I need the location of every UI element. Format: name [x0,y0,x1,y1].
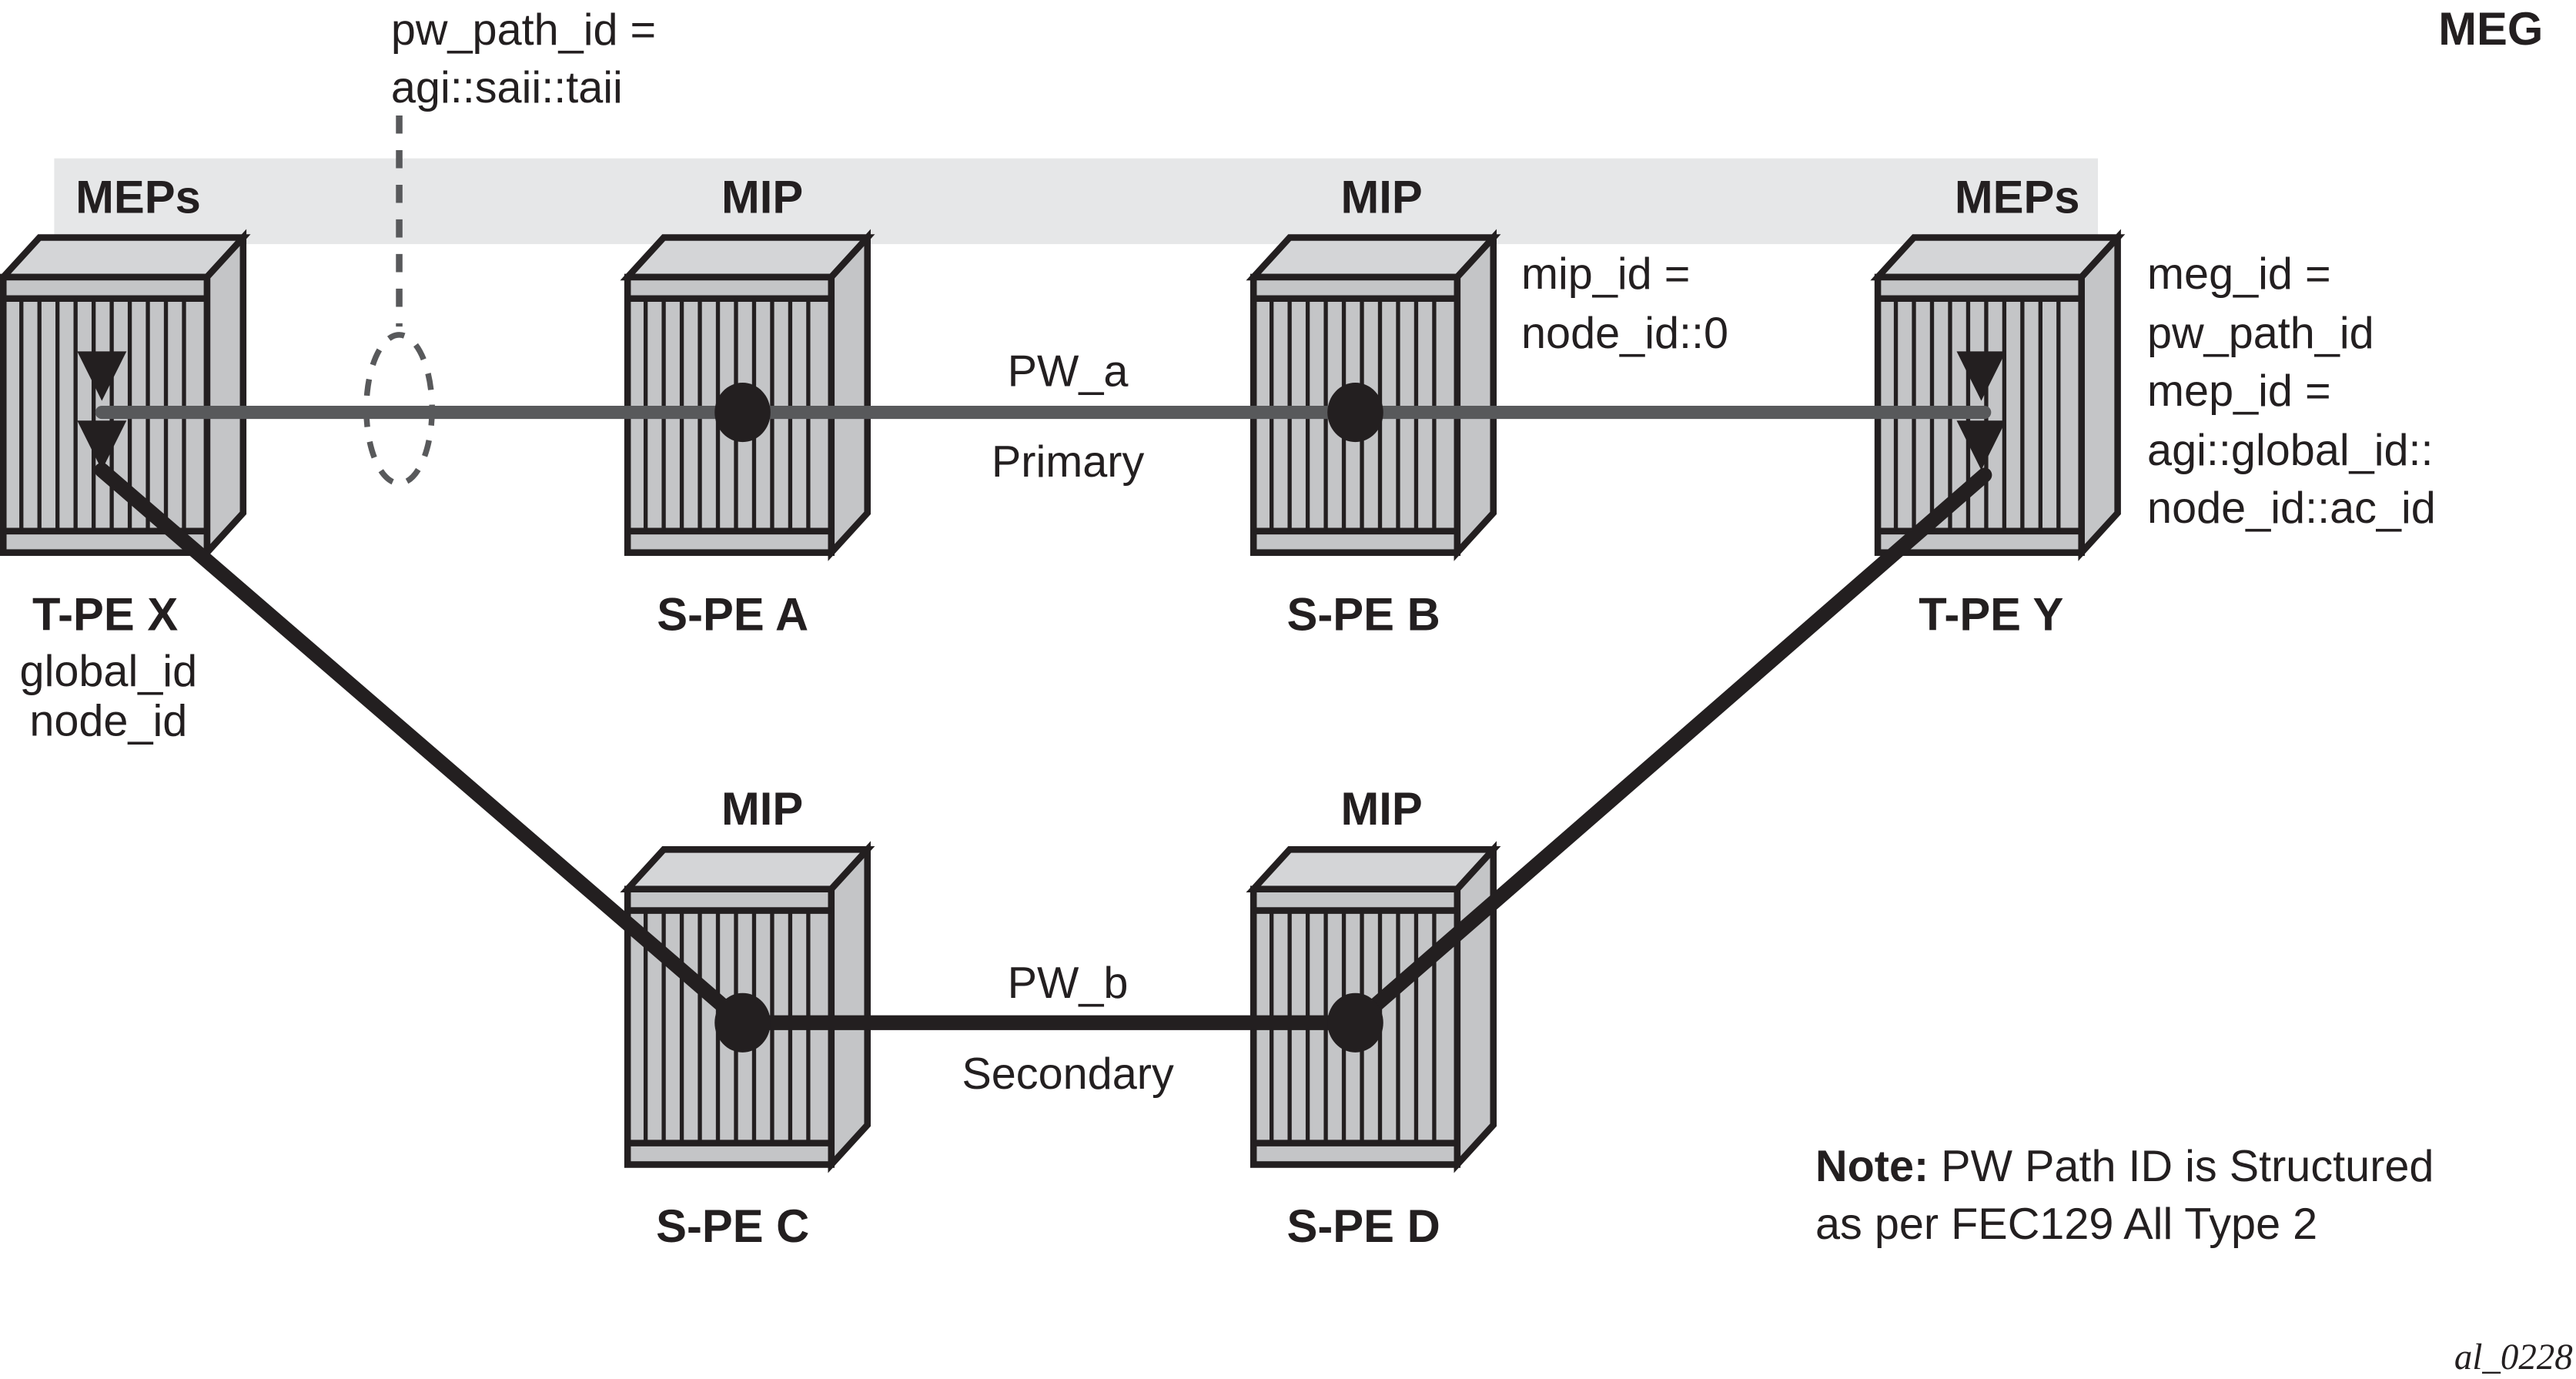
note-line2: as per FEC129 All Type 2 [1815,1200,2317,1249]
meg-mep-line4: agi::global_id:: [2147,426,2434,475]
band-label-left: MEPs [75,171,201,223]
mep-triangle-icon [1956,420,2006,470]
meg-mep-line2: pw_path_id [2147,309,2374,358]
node-name-spe-d: S-PE D [1287,1200,1440,1252]
pw-b-label: PW_b [1008,959,1129,1008]
node-name-spe-c: S-PE C [656,1200,809,1252]
node-name-spe-a: S-PE A [657,588,808,640]
mep-triangle-icon [77,351,127,401]
note-line1: Note: PW Path ID is Structured [1815,1142,2434,1191]
pw-a-label: PW_a [1008,346,1129,396]
pw-b-role: Secondary [962,1049,1174,1099]
mip-id-line1: mip_id = [1521,249,1690,299]
node-sub-tpe-x-2: node_id [29,696,187,745]
meg-mep-line3: mep_id = [2147,367,2331,416]
meg-title: MEG [2438,3,2543,55]
meg-mep-line5: node_id::ac_id [2147,484,2436,533]
pw-a-role: Primary [992,437,1145,487]
role-label-spe-c: MIP [721,783,803,835]
mip-dot-spe-d [1327,992,1383,1053]
meg-band [54,158,2099,245]
mip-dot-spe-b [1327,383,1383,443]
meg-mep-line1: meg_id = [2147,249,2331,299]
mep-triangles-tpe-y [1956,351,2006,470]
role-label-spe-a: MIP [721,171,803,223]
figure-id: al_0228 [2454,1337,2573,1377]
mep-triangle-icon [1956,351,2006,401]
device-tpe-y[interactable] [1878,237,2118,552]
device-tpe-x[interactable] [3,237,243,552]
node-name-spe-b: S-PE B [1287,588,1440,640]
note-bold: Note: [1815,1142,1929,1191]
role-label-spe-b: MIP [1341,171,1423,223]
node-sub-tpe-x-1: global_id [20,647,198,696]
mip-dot-spe-c [714,992,771,1053]
role-label-spe-d: MIP [1341,783,1423,835]
band-label-right: MEPs [1955,171,2080,223]
note-text: PW Path ID is Structured [1929,1142,2434,1191]
pw-path-id-line1: pw_path_id = [391,5,656,55]
pw-path-id-line2: agi::saii::taii [391,63,623,112]
mep-triangles-tpe-x [77,351,127,470]
mip-id-line2: node_id::0 [1521,309,1728,358]
mip-dot-spe-a [714,383,771,443]
node-name-tpe-x: T-PE X [32,588,178,640]
node-name-tpe-y: T-PE Y [1919,588,2063,640]
mep-triangle-icon [77,420,127,470]
pw-b-path[interactable] [94,462,1992,1030]
